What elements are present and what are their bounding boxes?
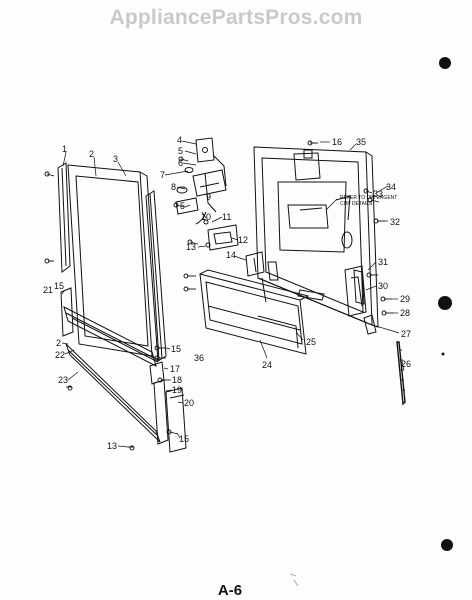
callout-4: 4 xyxy=(177,135,182,145)
kick-plate xyxy=(65,343,161,443)
callout-15: 15 xyxy=(54,281,64,291)
callout-11: 11 xyxy=(222,212,231,222)
detergent-note-line-2: CUP DETAILS xyxy=(340,201,373,207)
lower-panel xyxy=(199,269,310,355)
door-panel xyxy=(67,164,160,361)
bracket-right xyxy=(344,265,377,335)
callout-9: 9 xyxy=(206,192,211,202)
callout-36: 36 xyxy=(194,353,204,363)
callout-8: 8 xyxy=(171,182,176,192)
punch-hole-middle xyxy=(438,296,452,310)
callout-35: 35 xyxy=(356,137,366,147)
callout-25: 25 xyxy=(306,337,316,347)
callout-3: 3 xyxy=(113,154,118,164)
latch-assembly xyxy=(203,219,239,251)
callout-21: 21 xyxy=(43,285,53,295)
side-trim-left xyxy=(57,162,71,273)
punch-hole-bottom xyxy=(441,539,453,551)
punch-hole-top xyxy=(439,57,451,69)
callout-27: 27 xyxy=(401,329,411,339)
callout-13: 13 xyxy=(186,242,196,252)
callout-15c: 15 xyxy=(171,344,181,354)
page-code: A-6 xyxy=(217,582,243,599)
callout-22: 22 xyxy=(55,350,65,360)
callout-2: 2 xyxy=(89,149,94,159)
inner-door-panel xyxy=(253,146,379,328)
callout-31: 31 xyxy=(378,257,388,267)
callout-14: 14 xyxy=(226,250,236,260)
callout-16: 16 xyxy=(332,137,342,147)
callout-13b: 13 xyxy=(107,441,117,451)
callout-5b: 5 xyxy=(180,201,185,211)
callout-28: 28 xyxy=(400,308,410,318)
callout-33: 33 xyxy=(373,189,383,199)
callout-15b: 15 xyxy=(179,434,189,444)
callout-17: 17 xyxy=(170,364,180,374)
punch-dot xyxy=(441,352,445,356)
callout-20: 20 xyxy=(184,398,194,408)
callout-5: 5 xyxy=(178,146,183,156)
callout-7: 7 xyxy=(160,170,165,180)
hinge-assembly xyxy=(175,137,227,225)
callout-12: 12 xyxy=(238,235,248,245)
detergent-note-line-1: REFER TO DETERGENT xyxy=(340,195,397,201)
callout-1: 1 xyxy=(62,144,67,154)
callout-6: 6 xyxy=(178,158,183,168)
bottom-trim-strip xyxy=(63,306,159,367)
screws xyxy=(44,140,393,451)
callout-2b: 2 xyxy=(56,338,61,348)
callout-24: 24 xyxy=(262,360,272,370)
watermark: AppliancePartsPros.com xyxy=(109,6,363,29)
side-clip xyxy=(60,287,74,337)
callout-29: 29 xyxy=(400,294,410,304)
side-trim-right xyxy=(145,190,167,362)
callout-23: 23 xyxy=(58,375,68,385)
callout-10: 10 xyxy=(201,212,211,222)
callout-26: 26 xyxy=(401,359,411,369)
callout-19: 19 xyxy=(172,385,182,395)
callout-32: 32 xyxy=(390,217,400,227)
scan-mark xyxy=(289,573,299,587)
callout-18: 18 xyxy=(172,375,182,385)
door-spring xyxy=(396,341,406,406)
callout-30: 30 xyxy=(378,281,388,291)
callout-34: 34 xyxy=(386,182,396,192)
leader-lines xyxy=(61,140,405,448)
callout-labels: 1 2 3 4 5 6 7 8 9 5 10 11 12 13 14 15 21… xyxy=(43,135,411,451)
bracket-left xyxy=(245,251,265,277)
